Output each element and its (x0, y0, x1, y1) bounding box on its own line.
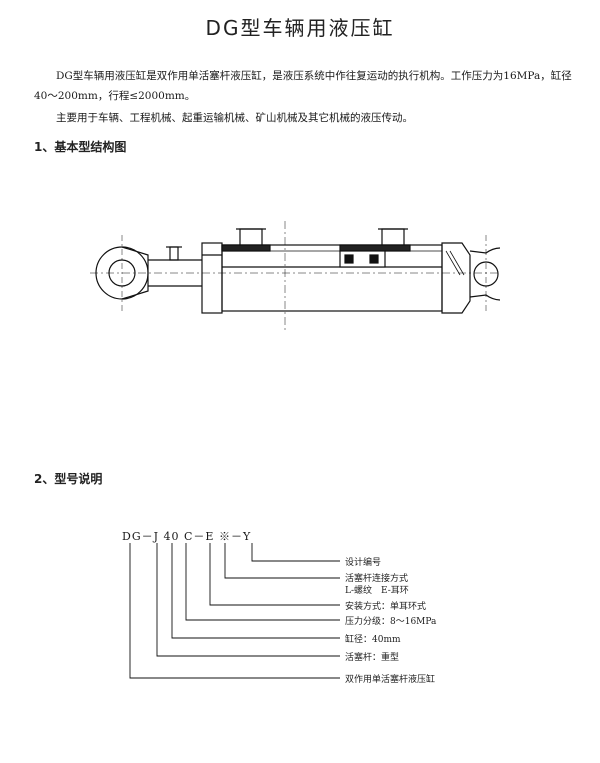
section-heading-model: 2、型号说明 (34, 472, 103, 486)
label-rod-connection-options: L-螺纹 E-耳环 (345, 586, 409, 596)
model-code: DG－J 40 C－E ※－Y (122, 530, 252, 543)
page-title: DG型车辆用液压缸 (205, 16, 395, 40)
section-heading-structure: 1、基本型结构图 (34, 140, 127, 154)
intro-paragraph-2: 主要用于车辆、工程机械、起重运输机械、矿山机械及其它机械的液压传动。 (56, 112, 413, 124)
intro-paragraph-1: DG型车辆用液压缸是双作用单活塞杆液压缸，是液压系统中作往复运动的执行机构。工作… (34, 70, 572, 102)
label-mounting: 安装方式：单耳环式 (345, 602, 427, 612)
label-rod-connection: 活塞杆连接方式 (345, 574, 409, 584)
label-rod-type: 活塞杆：重型 (345, 653, 400, 663)
label-design-number: 设计编号 (345, 558, 382, 568)
label-bore: 缸径：40mm (345, 635, 401, 645)
end-cap (441, 242, 471, 314)
label-pressure: 压力分级：8～16MPa (345, 617, 437, 627)
cylinder-structure-drawing (90, 221, 500, 333)
label-cylinder-type: 双作用单活塞杆液压缸 (345, 675, 436, 685)
